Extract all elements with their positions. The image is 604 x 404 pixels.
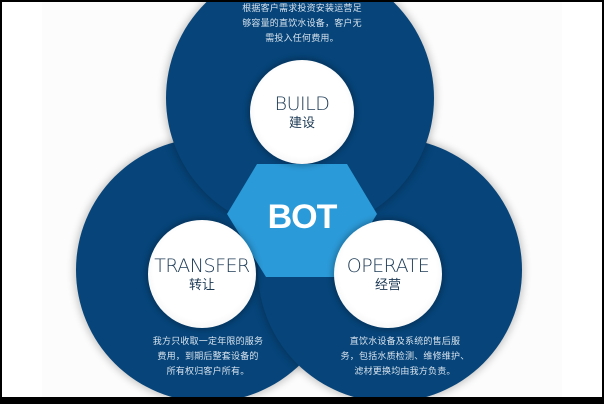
- desc-line: 我方只收取一定年限的服务: [152, 337, 264, 347]
- operate-title-zh: 经营: [374, 277, 401, 293]
- desc-line: 根据客户需求投资安装运营足: [242, 4, 362, 14]
- build-title-zh: 建设: [288, 115, 315, 131]
- desc-line: 滤材更换均由我方负责。: [354, 367, 456, 377]
- build-title-en: BUILD: [274, 92, 330, 115]
- desc-line: 需投入任何费用。: [265, 34, 339, 44]
- operate-description: 直饮水设备及系统的售后服 务，包括水质检测、维修维护、 滤材更换均由我方负责。: [320, 335, 490, 380]
- bot-diagram-canvas: BUILD 建设 TRANSFER 转让 OPERATE 经营 BOT 根据客户…: [2, 2, 602, 397]
- desc-line: 够容量的直饮水设备，客户无: [242, 19, 362, 29]
- operate-inner-circle: OPERATE 经营: [334, 220, 442, 328]
- transfer-description: 我方只收取一定年限的服务 费用，到期后整套设备的 所有权归客户所有。: [126, 335, 290, 380]
- desc-line: 所有权归客户所有。: [166, 367, 250, 377]
- desc-line: 费用，到期后整套设备的: [157, 352, 259, 362]
- transfer-title-zh: 转让: [188, 277, 215, 293]
- desc-line: 务，包括水质检测、维修维护、: [340, 352, 470, 362]
- bot-center-label: BOT: [267, 198, 338, 236]
- transfer-title-en: TRANSFER: [154, 254, 250, 277]
- build-description: 根据客户需求投资安装运营足 够容量的直饮水设备，客户无 需投入任何费用。: [212, 2, 392, 47]
- operate-title-en: OPERATE: [346, 254, 430, 277]
- desc-line: 直饮水设备及系统的售后服: [349, 337, 461, 347]
- build-inner-circle: BUILD 建设: [250, 60, 354, 164]
- transfer-inner-circle: TRANSFER 转让: [148, 220, 256, 328]
